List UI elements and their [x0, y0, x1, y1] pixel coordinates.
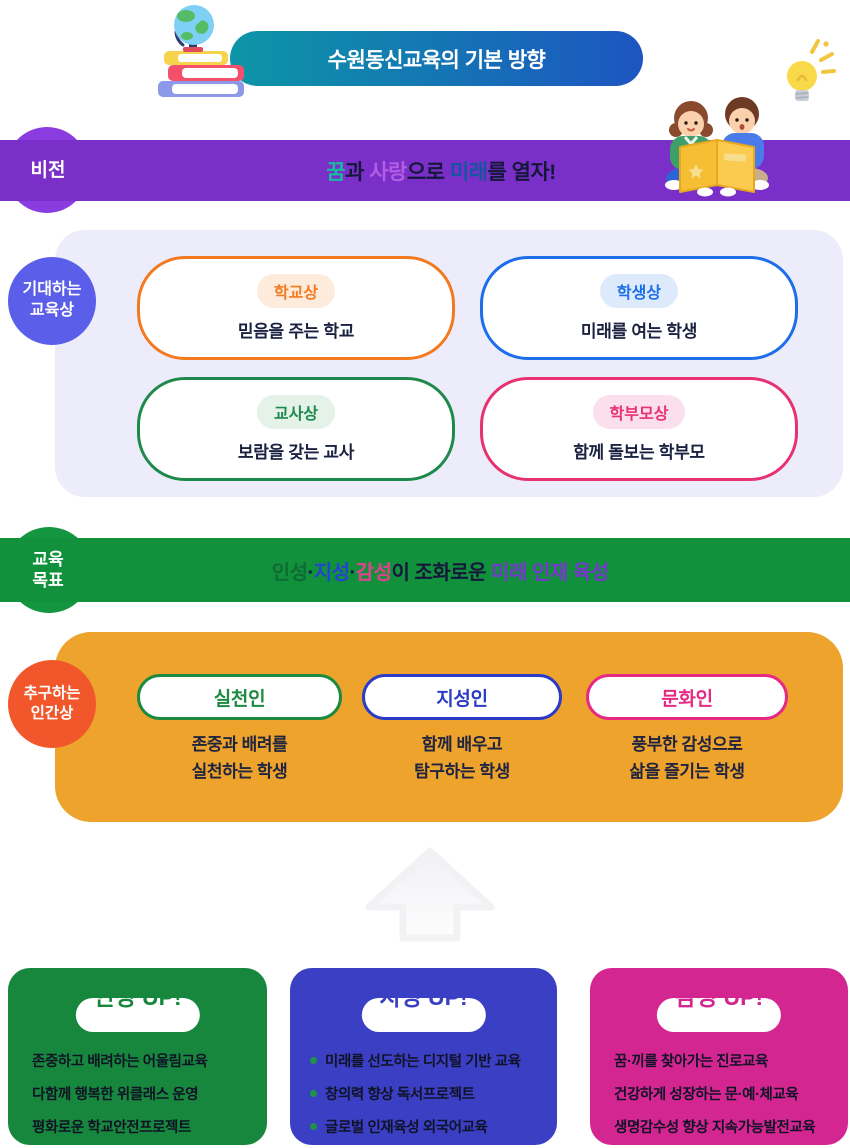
goal-segment: 감성 — [355, 561, 392, 584]
program-item-list: 미래를 선도하는 디지털 기반 교육 창의력 향상 독서프로젝트 글로벌 인재육… — [310, 1050, 521, 1137]
pursuit-label-line2: 인간상 — [30, 705, 74, 722]
pursuit-desc-line: 함께 배우고 — [421, 735, 503, 754]
title-banner: 수원동신교육의 기본 방향 — [230, 31, 643, 86]
program-item-text: 존중하고 배려하는 어울림교육 — [32, 1054, 208, 1070]
bullet-dot-icon — [310, 1090, 317, 1097]
program-item: 다함께 행복한 위클래스 운영 — [32, 1083, 207, 1104]
expectations-label-line2: 교육상 — [29, 302, 75, 319]
pursuit-label-line1: 추구하는 — [23, 684, 81, 702]
goal-segment: 이 조화로운 — [391, 561, 492, 584]
expectation-badge: 학부모상 — [592, 395, 686, 429]
program-item-text: 평화로운 학교안전프로젝트 — [32, 1120, 191, 1136]
expectations-label-circle: 기대하는 교육상 — [8, 257, 96, 345]
vision-segment: 미래 — [449, 160, 488, 184]
bullet-dot-icon — [310, 1057, 317, 1064]
pursuit-desc-line: 탐구하는 학생 — [414, 762, 510, 781]
vision-segment: 과 — [345, 160, 370, 184]
globe-books-icon — [158, 5, 244, 97]
expectation-badge: 학교상 — [256, 274, 336, 308]
program-item: 평화로운 학교안전프로젝트 — [32, 1116, 207, 1137]
expectation-card-student: 학생상 미래를 여는 학생 — [480, 256, 798, 360]
vision-segment: 사랑 — [369, 160, 407, 184]
program-item-text: 창의력 향상 독서프로젝트 — [325, 1087, 475, 1103]
program-item-list: 꿈·끼를 찾아가는 진로교육 건강하게 성장하는 문·예·체교육 생명감수성 향… — [614, 1050, 816, 1137]
program-badge: 지성 UP! — [361, 998, 486, 1032]
goal-label-line1: 교육 — [32, 549, 64, 569]
program-badge-label: 인성 UP! — [93, 998, 181, 1032]
pursuit-pill-label: 지성인 — [436, 688, 488, 710]
vision-headline: 꿈과 사랑으로 미래를 열자! — [294, 132, 556, 210]
pursuit-description: 함께 배우고 탐구하는 학생 — [334, 731, 590, 785]
expectations-label-line1: 기대하는 — [22, 281, 82, 299]
program-card-emotion: 감성 UP! 꿈·끼를 찾아가는 진로교육 건강하게 성장하는 문·예·체교육 … — [590, 968, 848, 1145]
goal-segment: 미래 인재 육성 — [491, 561, 609, 584]
pursuit-pill-practitioner: 실천인 — [137, 674, 342, 720]
pursuit-description: 존중과 배려를 실천하는 학생 — [112, 731, 367, 785]
pursuit-pill-label: 문화인 — [661, 688, 713, 710]
program-item: 글로벌 인재육성 외국어교육 — [310, 1116, 521, 1137]
pursuit-label-circle: 추구하는 인간상 — [8, 660, 96, 748]
expectation-text: 미래를 여는 학생 — [580, 322, 698, 341]
bullet-dot-icon — [310, 1123, 317, 1130]
program-item-text: 글로벌 인재육성 외국어교육 — [325, 1120, 488, 1136]
goal-label: 교육 목표 — [0, 538, 96, 602]
goal-band: 교육 목표 인성·지성·감성이 조화로운 미래 인재 육성 — [0, 538, 850, 602]
pursuit-container — [55, 632, 843, 822]
vision-segment: 를 열자! — [487, 160, 556, 184]
program-badge: 감성 UP! — [656, 998, 782, 1032]
goal-segment: 인성 — [271, 561, 308, 584]
expectation-badge: 학생상 — [599, 274, 679, 308]
program-item: 창의력 향상 독서프로젝트 — [310, 1083, 521, 1104]
program-item-list: 존중하고 배려하는 어울림교육 다함께 행복한 위클래스 운영 평화로운 학교안… — [32, 1050, 208, 1137]
light-bulb-icon — [787, 39, 836, 101]
goal-segment: · — [307, 561, 315, 584]
program-item-text: 다함께 행복한 위클래스 운영 — [32, 1087, 199, 1103]
page-title: 수원동신교육의 기본 방향 — [327, 48, 546, 72]
vision-label: 비전 — [30, 159, 66, 181]
program-item: 건강하게 성장하는 문·예·체교육 — [614, 1083, 815, 1104]
program-item-text: 건강하게 성장하는 문·예·체교육 — [614, 1087, 799, 1103]
pursuit-desc-line: 존중과 배려를 — [191, 735, 288, 754]
expectation-badge: 교사상 — [256, 395, 336, 429]
expectation-text: 믿음을 주는 학교 — [237, 322, 355, 341]
expectation-card-parent: 학부모상 함께 돌보는 학부모 — [480, 377, 798, 481]
pursuit-pill-intellectual: 지성인 — [362, 674, 562, 720]
vision-segment: 으로 — [406, 160, 450, 184]
kids-reading-icon — [665, 97, 769, 197]
program-badge-label: 지성 UP! — [379, 998, 467, 1032]
program-badge-label: 감성 UP! — [675, 998, 763, 1032]
program-card-intellect: 지성 UP! 미래를 선도하는 디지털 기반 교육 창의력 향상 독서프로젝트 … — [290, 968, 557, 1145]
pursuit-desc-line: 삶을 즐기는 학생 — [629, 762, 745, 781]
program-item-text: 꿈·끼를 찾아가는 진로교육 — [614, 1054, 769, 1070]
expectation-card-teacher: 교사상 보람을 갖는 교사 — [137, 377, 455, 481]
goal-segment: · — [349, 561, 357, 584]
pursuit-description: 풍부한 감성으로 삶을 즐기는 학생 — [559, 731, 815, 785]
goal-label-line2: 목표 — [32, 571, 64, 590]
program-item: 꿈·끼를 찾아가는 진로교육 — [614, 1050, 815, 1071]
program-item: 미래를 선도하는 디지털 기반 교육 — [310, 1050, 521, 1071]
program-item-text: 생명감수성 향상 지속가능발전교육 — [614, 1120, 816, 1136]
expectation-text: 보람을 갖는 교사 — [237, 443, 355, 462]
goal-headline: 인성·지성·감성이 조화로운 미래 인재 육성 — [241, 533, 609, 608]
goal-segment: 지성 — [313, 561, 350, 584]
expectation-card-school: 학교상 믿음을 주는 학교 — [137, 256, 455, 360]
pursuit-desc-line: 풍부한 감성으로 — [631, 735, 743, 754]
pursuit-pill-label: 실천인 — [213, 688, 266, 710]
pursuit-desc-line: 실천하는 학생 — [191, 762, 288, 781]
program-item: 존중하고 배려하는 어울림교육 — [32, 1050, 208, 1071]
expectation-text: 함께 돌보는 학부모 — [573, 443, 705, 462]
program-card-character: 인성 UP! 존중하고 배려하는 어울림교육 다함께 행복한 위클래스 운영 평… — [8, 968, 267, 1145]
program-badge: 인성 UP! — [75, 998, 200, 1032]
pursuit-pill-cultured: 문화인 — [586, 674, 788, 720]
program-item-text: 미래를 선도하는 디지털 기반 교육 — [325, 1054, 521, 1070]
vision-segment: 꿈 — [326, 160, 346, 184]
program-item: 생명감수성 향상 지속가능발전교육 — [614, 1116, 816, 1137]
up-arrow-icon — [365, 847, 495, 942]
